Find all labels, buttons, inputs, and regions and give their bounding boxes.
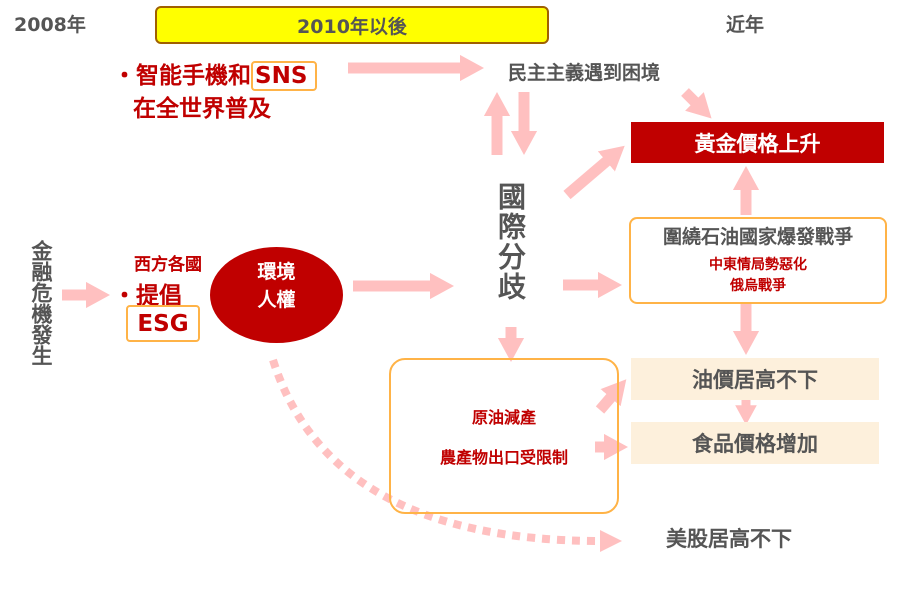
democracy-node: 民主主義遇到困境: [508, 62, 661, 84]
timeline-2010-banner: 2010年以後: [155, 6, 549, 44]
arrow-divergence-to-gold: [563, 145, 625, 200]
supply-cut-node: 原油減產 農產物出口受限制: [389, 358, 619, 514]
bullet: ・: [113, 63, 136, 89]
arrow-esg-to-us-stocks-dotted: [269, 358, 599, 545]
advocate-label: ・提倡: [113, 276, 182, 310]
esg-node: ESG: [126, 305, 200, 342]
financial-crisis-node: 金融危機發生: [29, 240, 53, 366]
middle-east-item: 中東情局勢惡化: [709, 257, 807, 273]
food-price-node: 食品價格增加: [631, 422, 879, 464]
oil-war-node: 圍繞石油國家爆發戰爭 中東情局勢惡化 俄烏戰爭: [629, 217, 887, 304]
sns-highlight: SNS: [251, 61, 318, 91]
agri-export-text: 農產物出口受限制: [439, 448, 568, 467]
smartphone-text: 智能手機和: [136, 63, 251, 89]
us-stocks-node: 美股居高不下: [666, 527, 792, 551]
arrow-oil-cut-to-oil-price: [595, 379, 627, 414]
bullet: ・: [113, 283, 136, 309]
arrow-head-us-stocks: [600, 530, 622, 552]
human-rights-text: 人權: [257, 289, 296, 311]
advocate-text: 提倡: [136, 283, 182, 309]
environment-text: 環境: [257, 261, 296, 283]
timeline-2010-label: 2010年以後: [297, 15, 407, 38]
timeline-recent: 近年: [726, 14, 765, 36]
oil-price-node: 油價居高不下: [631, 358, 879, 400]
oil-cut-text: 原油減產: [471, 408, 536, 427]
gold-price-node: 黃金價格上升: [631, 122, 884, 163]
timeline-2008: 2008年: [14, 14, 86, 36]
spread-worldwide-text: 在全世界普及: [133, 96, 271, 122]
intl-divergence-node: 國際分歧: [494, 182, 527, 302]
env-human-rights-node: 環境 人權: [210, 247, 343, 343]
arrow-democracy-to-gold: [681, 88, 712, 119]
oil-war-title: 圍繞石油國家爆發戰爭: [662, 226, 853, 248]
russia-ukraine-item: 俄烏戰爭: [730, 278, 786, 294]
western-countries-label: 西方各國: [134, 255, 202, 275]
